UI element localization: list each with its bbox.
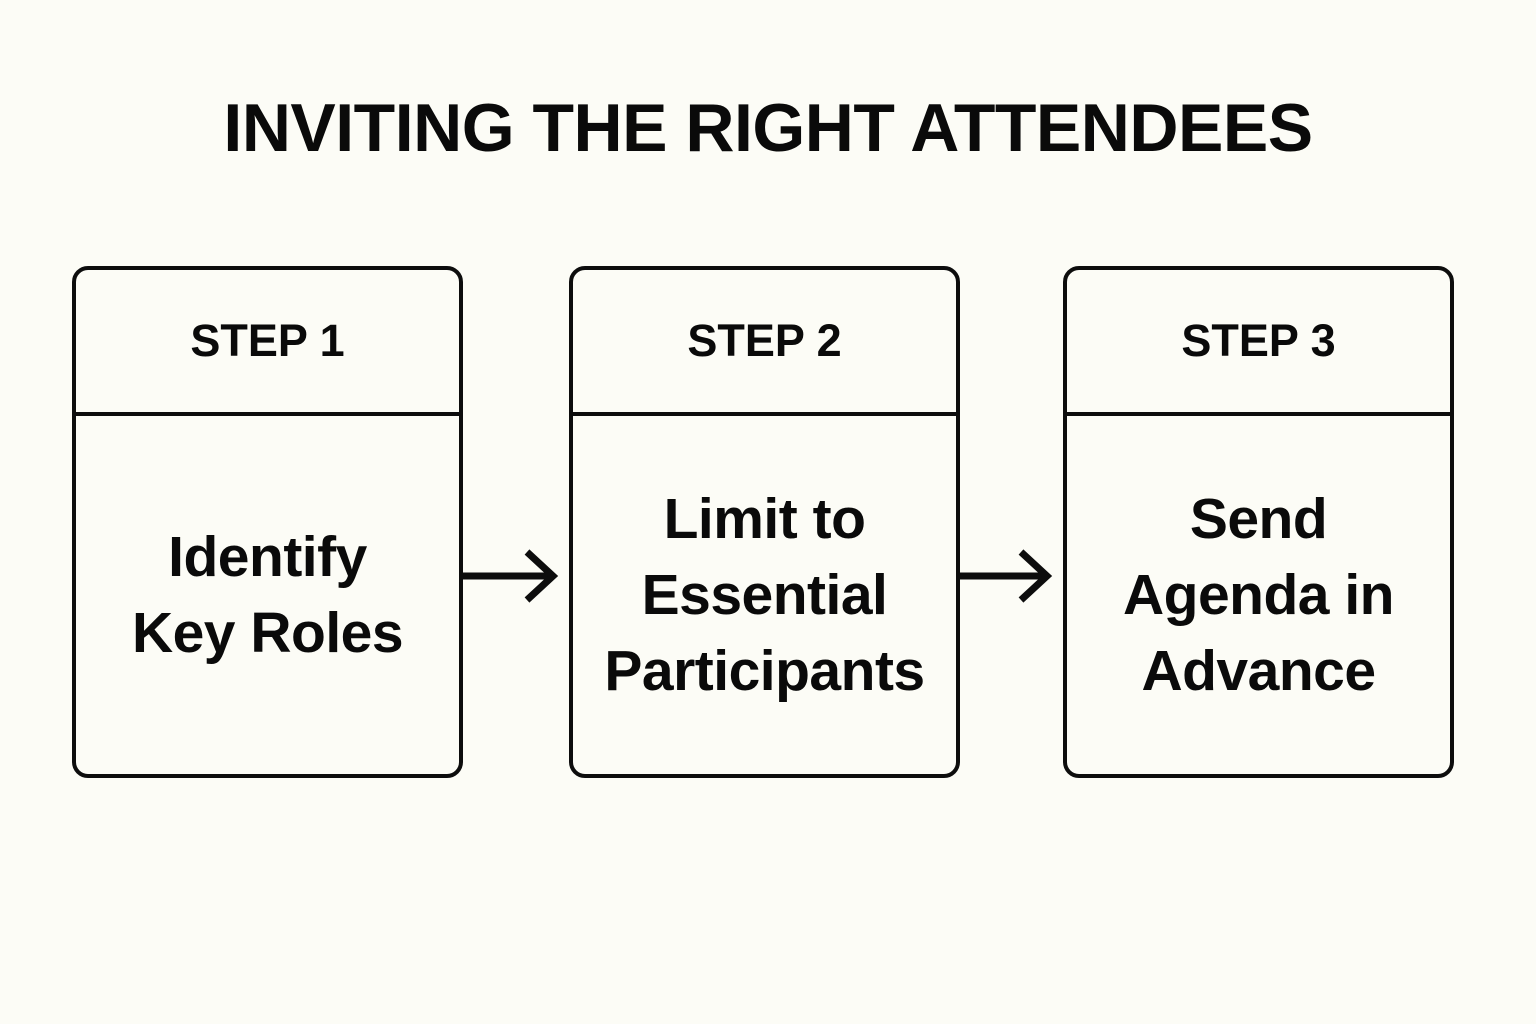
step-card-3-header-label: STEP 3 — [1181, 315, 1336, 366]
step-card-3[interactable]: STEP 3 Send Agenda in Advance — [1063, 266, 1454, 778]
step-card-2-header-label: STEP 2 — [687, 315, 842, 366]
step-card-1-header-label: STEP 1 — [190, 315, 345, 366]
process-flow: STEP 1 Identify Key Roles STEP 2 Limit t… — [72, 266, 1462, 778]
page-title: INVITING THE RIGHT ATTENDEES — [223, 90, 1313, 166]
step-card-1-body: Identify Key Roles — [76, 416, 459, 774]
arrow-right-icon-1 — [463, 538, 567, 614]
step-card-1[interactable]: STEP 1 Identify Key Roles — [72, 266, 463, 778]
step-card-3-header: STEP 3 — [1067, 270, 1450, 416]
arrow-right-icon-2 — [957, 538, 1061, 614]
step-card-1-body-label: Identify Key Roles — [131, 525, 404, 665]
step-card-2-header: STEP 2 — [573, 270, 956, 416]
step-card-2-body: Limit to Essential Participants — [573, 416, 956, 774]
step-card-2[interactable]: STEP 2 Limit to Essential Participants — [569, 266, 960, 778]
step-card-3-body: Send Agenda in Advance — [1067, 416, 1450, 774]
step-card-2-body-label: Limit to Essential Participants — [604, 487, 925, 703]
step-card-1-header: STEP 1 — [76, 270, 459, 416]
step-card-3-body-label: Send Agenda in Advance — [1122, 487, 1395, 703]
